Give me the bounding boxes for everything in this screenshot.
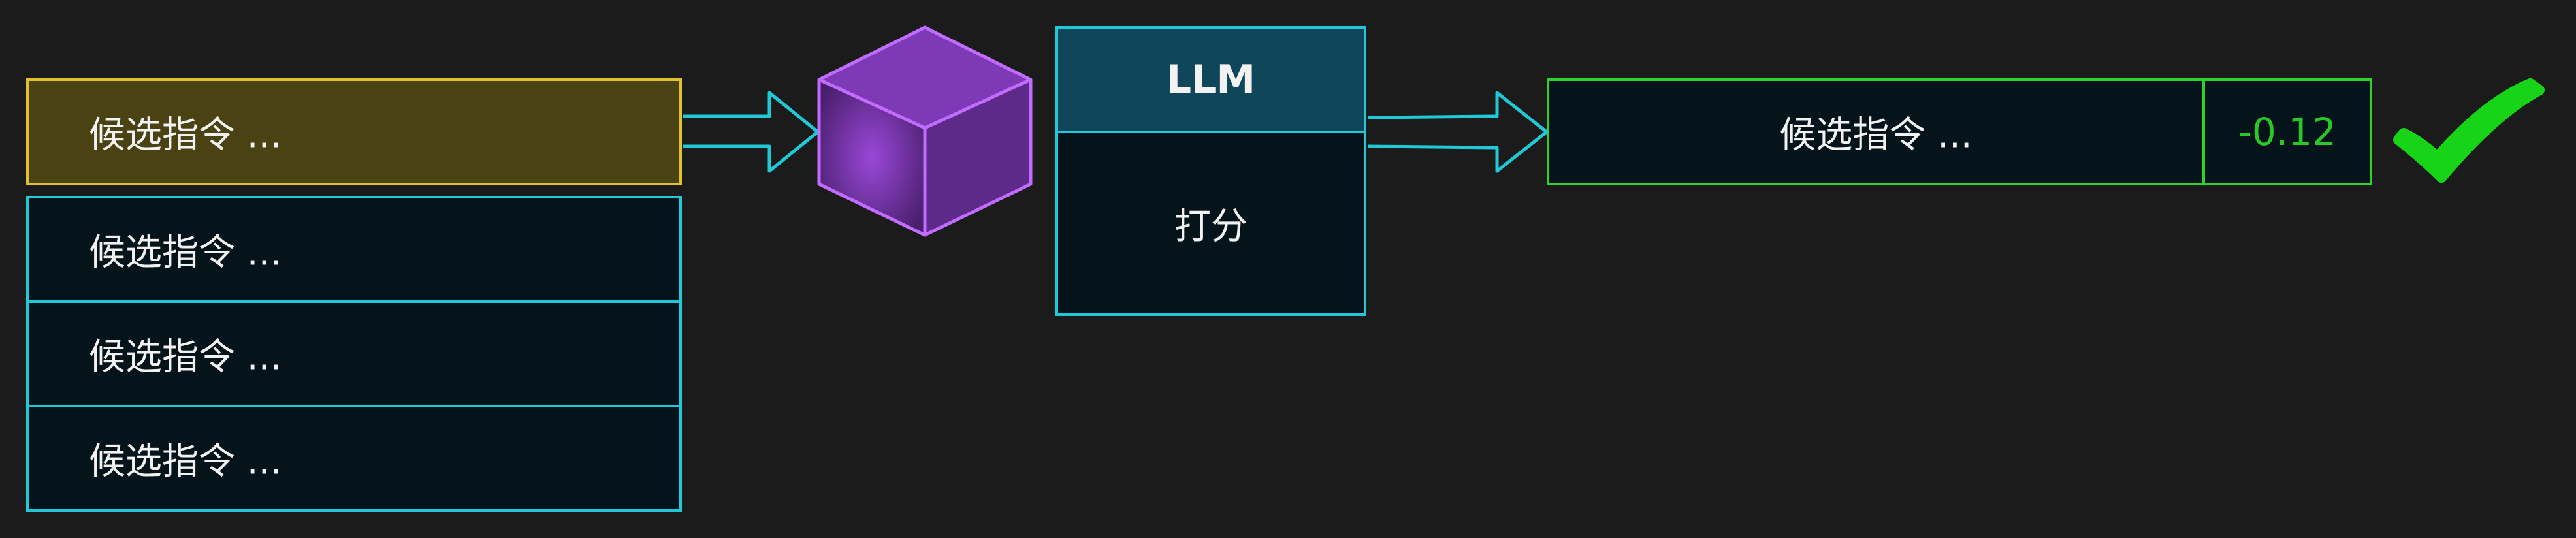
llm-header: LLM (1055, 26, 1366, 133)
llm-title: LLM (1166, 57, 1256, 103)
score-value: -0.12 (2238, 110, 2337, 154)
cube-icon (817, 25, 1033, 237)
candidate-label: 候选指令 ... (89, 440, 282, 483)
right-arrow-icon (683, 91, 820, 173)
result-label: 候选指令 ... (1779, 114, 1972, 157)
candidate-box: 候选指令 ... (26, 300, 682, 407)
candidate-label: 候选指令 ... (89, 114, 282, 157)
candidate-label: 候选指令 ... (89, 231, 282, 274)
llm-action-label: 打分 (1174, 205, 1248, 248)
right-arrow-icon (1367, 91, 1549, 173)
result-box: 候选指令 ... (1547, 78, 2205, 185)
candidate-box-selected: 候选指令 ... (26, 78, 682, 185)
candidate-box: 候选指令 ... (26, 405, 682, 512)
llm-scoring-box: 打分 (1055, 131, 1366, 316)
score-box: -0.12 (2202, 78, 2372, 185)
checkmark-icon (2393, 78, 2545, 183)
candidate-label: 候选指令 ... (89, 336, 282, 379)
